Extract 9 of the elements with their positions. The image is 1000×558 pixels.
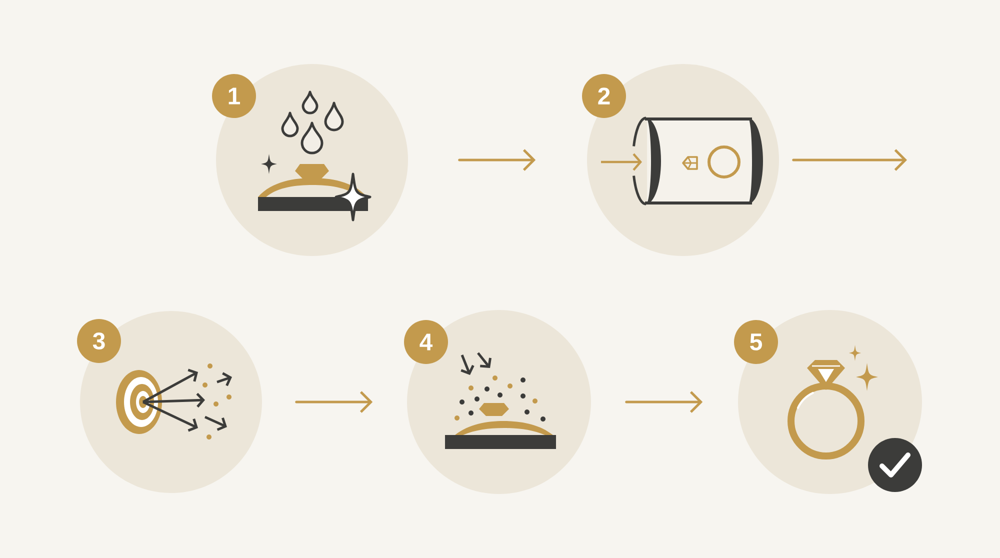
number-badge: 3 [77, 319, 121, 363]
number-badge: 2 [582, 74, 626, 118]
arrow [625, 391, 703, 413]
number-badge: 5 [734, 320, 778, 364]
arrow [295, 391, 373, 413]
number-badge: 4 [404, 320, 448, 364]
number-badge: 1 [212, 74, 256, 118]
arrow [792, 149, 907, 171]
arrow [458, 149, 536, 171]
